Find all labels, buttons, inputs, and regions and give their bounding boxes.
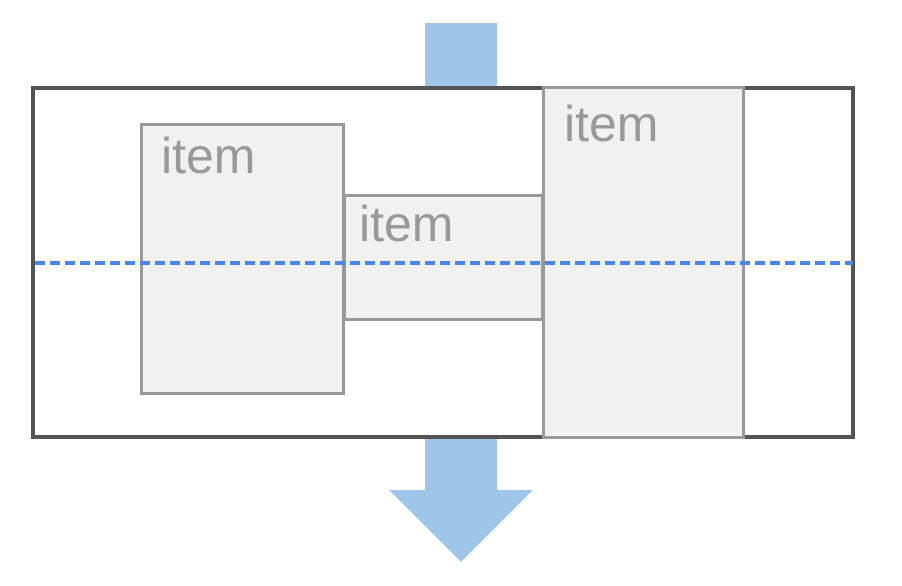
cross-axis-arrow-stem [425,439,497,490]
down-arrow-icon [389,490,533,562]
flex-item-2-label: item [359,196,454,252]
flex-item-1: item [140,123,345,395]
cross-axis-arrow-tail [425,23,497,90]
flex-item-1-label: item [161,128,256,184]
cross-axis-center-dashed-line [35,261,853,265]
flex-item-2: item [343,194,544,321]
flex-item-3-label: item [564,96,659,152]
